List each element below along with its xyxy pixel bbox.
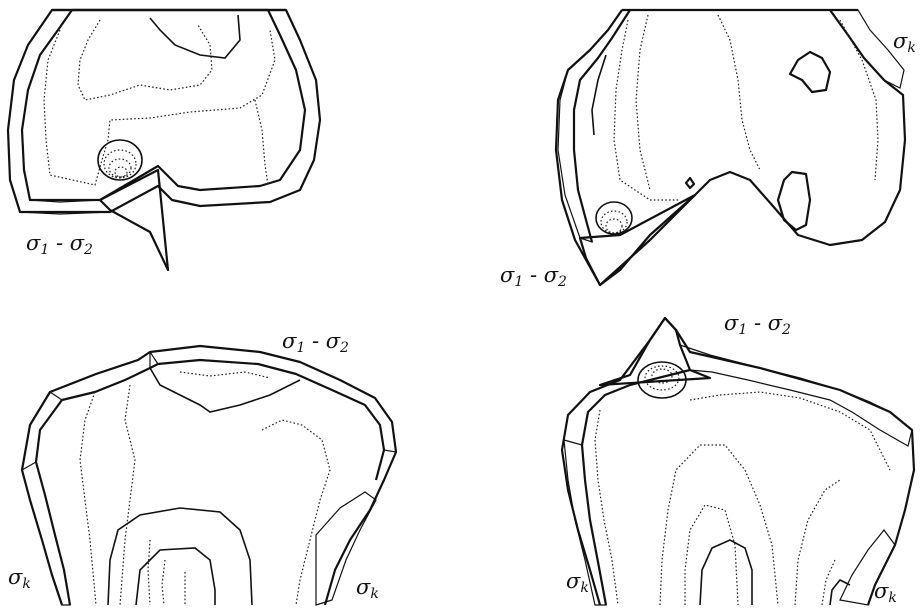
panel-bottom-left: σ1 - σ2 σk σk (8, 329, 396, 605)
label-sigma-k-right: σk (874, 579, 897, 606)
dotted-contour-1 (614, 20, 680, 200)
stress-concentration-1 (596, 202, 632, 234)
dotted-contour-1 (595, 410, 618, 605)
notch-region (580, 195, 695, 285)
dotted-contour-1 (80, 392, 96, 605)
dotted-contour-3 (718, 15, 760, 170)
outer-boundary (22, 10, 305, 200)
dotted-contour-2 (44, 30, 275, 185)
outer-boundary (556, 10, 905, 285)
inner-boundary (582, 370, 690, 605)
dotted-contour-1 (78, 20, 212, 100)
stress-concentration-4 (115, 167, 127, 177)
dotted-contour-4 (840, 20, 878, 180)
inner-contour-3 (136, 548, 215, 605)
inner-contour (150, 15, 240, 58)
boundary-band (8, 10, 320, 214)
label-sigma1-sigma2: σ1 - σ2 (500, 263, 567, 290)
dotted-contour-5 (795, 480, 840, 605)
dotted-contour-3 (255, 100, 268, 185)
dotted-contour-4 (162, 560, 165, 605)
inner-boundary (36, 360, 384, 605)
dotted-contour-2 (690, 392, 890, 470)
inner-contour (592, 55, 606, 135)
boundary-band-top (680, 345, 912, 446)
stress-concentration-2 (601, 211, 627, 233)
label-sigma-k: σk (893, 29, 916, 56)
panel-top-right: σk σ1 - σ2 (500, 10, 916, 290)
dotted-contour-2 (120, 385, 135, 605)
hole-1 (790, 52, 830, 92)
dotted-contour-7 (180, 372, 270, 378)
label-sigma-k-left: σk (8, 565, 31, 592)
label-sigma1-sigma2: σ1 - σ2 (724, 311, 791, 338)
label-sigma-k-left: σk (566, 569, 589, 596)
stress-concentration-2 (104, 150, 136, 178)
inner-boundary (574, 10, 630, 242)
outer-boundary (22, 346, 396, 605)
hole-2 (778, 172, 810, 230)
label-sigma1-sigma2: σ1 - σ2 (282, 329, 349, 356)
inner-contour-1 (150, 368, 300, 412)
dotted-contour-6 (822, 560, 835, 605)
stress-concentration-3 (606, 219, 622, 233)
stress-concentration-3 (109, 159, 131, 177)
hole-3 (686, 178, 694, 188)
label-sigma-k-right: σk (356, 575, 379, 602)
panel-top-left: σ1 - σ2 (8, 10, 320, 270)
dotted-contour-2 (636, 15, 650, 190)
inner-contour-1 (700, 540, 752, 605)
label-sigma1-sigma2: σ1 - σ2 (26, 231, 93, 258)
dotted-contour-6 (262, 420, 330, 605)
dotted-contour-4 (685, 505, 738, 605)
panel-bottom-right: σ1 - σ2 σk σk (562, 311, 914, 606)
dotted-contour-3 (148, 540, 150, 605)
dotted-contour-3 (660, 445, 778, 605)
inner-contour-2 (108, 508, 252, 605)
spike-region (600, 318, 710, 385)
